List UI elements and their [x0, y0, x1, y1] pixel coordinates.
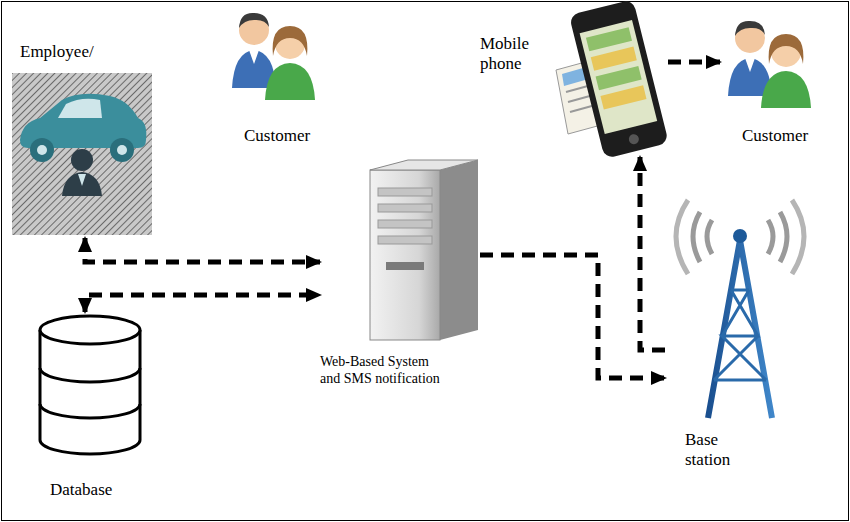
- node-label: Database: [50, 480, 145, 500]
- base-station-icon: [676, 200, 804, 418]
- car-icon: [20, 94, 146, 196]
- dashed-connector: [640, 157, 665, 350]
- mobile-phone-icon: [556, 0, 669, 159]
- node-label: Employee/: [20, 42, 150, 62]
- node-label: Customer: [244, 126, 339, 146]
- customer-icon: [728, 21, 811, 108]
- database-node: Database: [30, 312, 148, 508]
- customer-icon: [232, 13, 315, 100]
- server-node: Web-Based System and SMS notification: [320, 156, 480, 426]
- node-label: Customer: [742, 126, 837, 146]
- base-station-node: Base station: [665, 186, 805, 480]
- server-icon: [370, 160, 478, 340]
- dashed-connector: [668, 60, 720, 65]
- dashed-connector: [85, 295, 320, 312]
- mobile-phone-node: Mobile phone: [476, 2, 668, 157]
- node-label: Base station: [685, 430, 755, 471]
- dashed-connector: [85, 238, 320, 262]
- node-label: Web-Based System and SMS notification: [320, 354, 442, 388]
- node-label: Mobile phone: [480, 34, 552, 75]
- customer-node: Customer: [226, 6, 342, 152]
- customer-node: Customer: [720, 6, 840, 152]
- employee-node: Employee/: [10, 38, 156, 238]
- database-icon: [40, 316, 140, 454]
- dashed-connector: [480, 255, 665, 378]
- employee-panel: [12, 73, 152, 235]
